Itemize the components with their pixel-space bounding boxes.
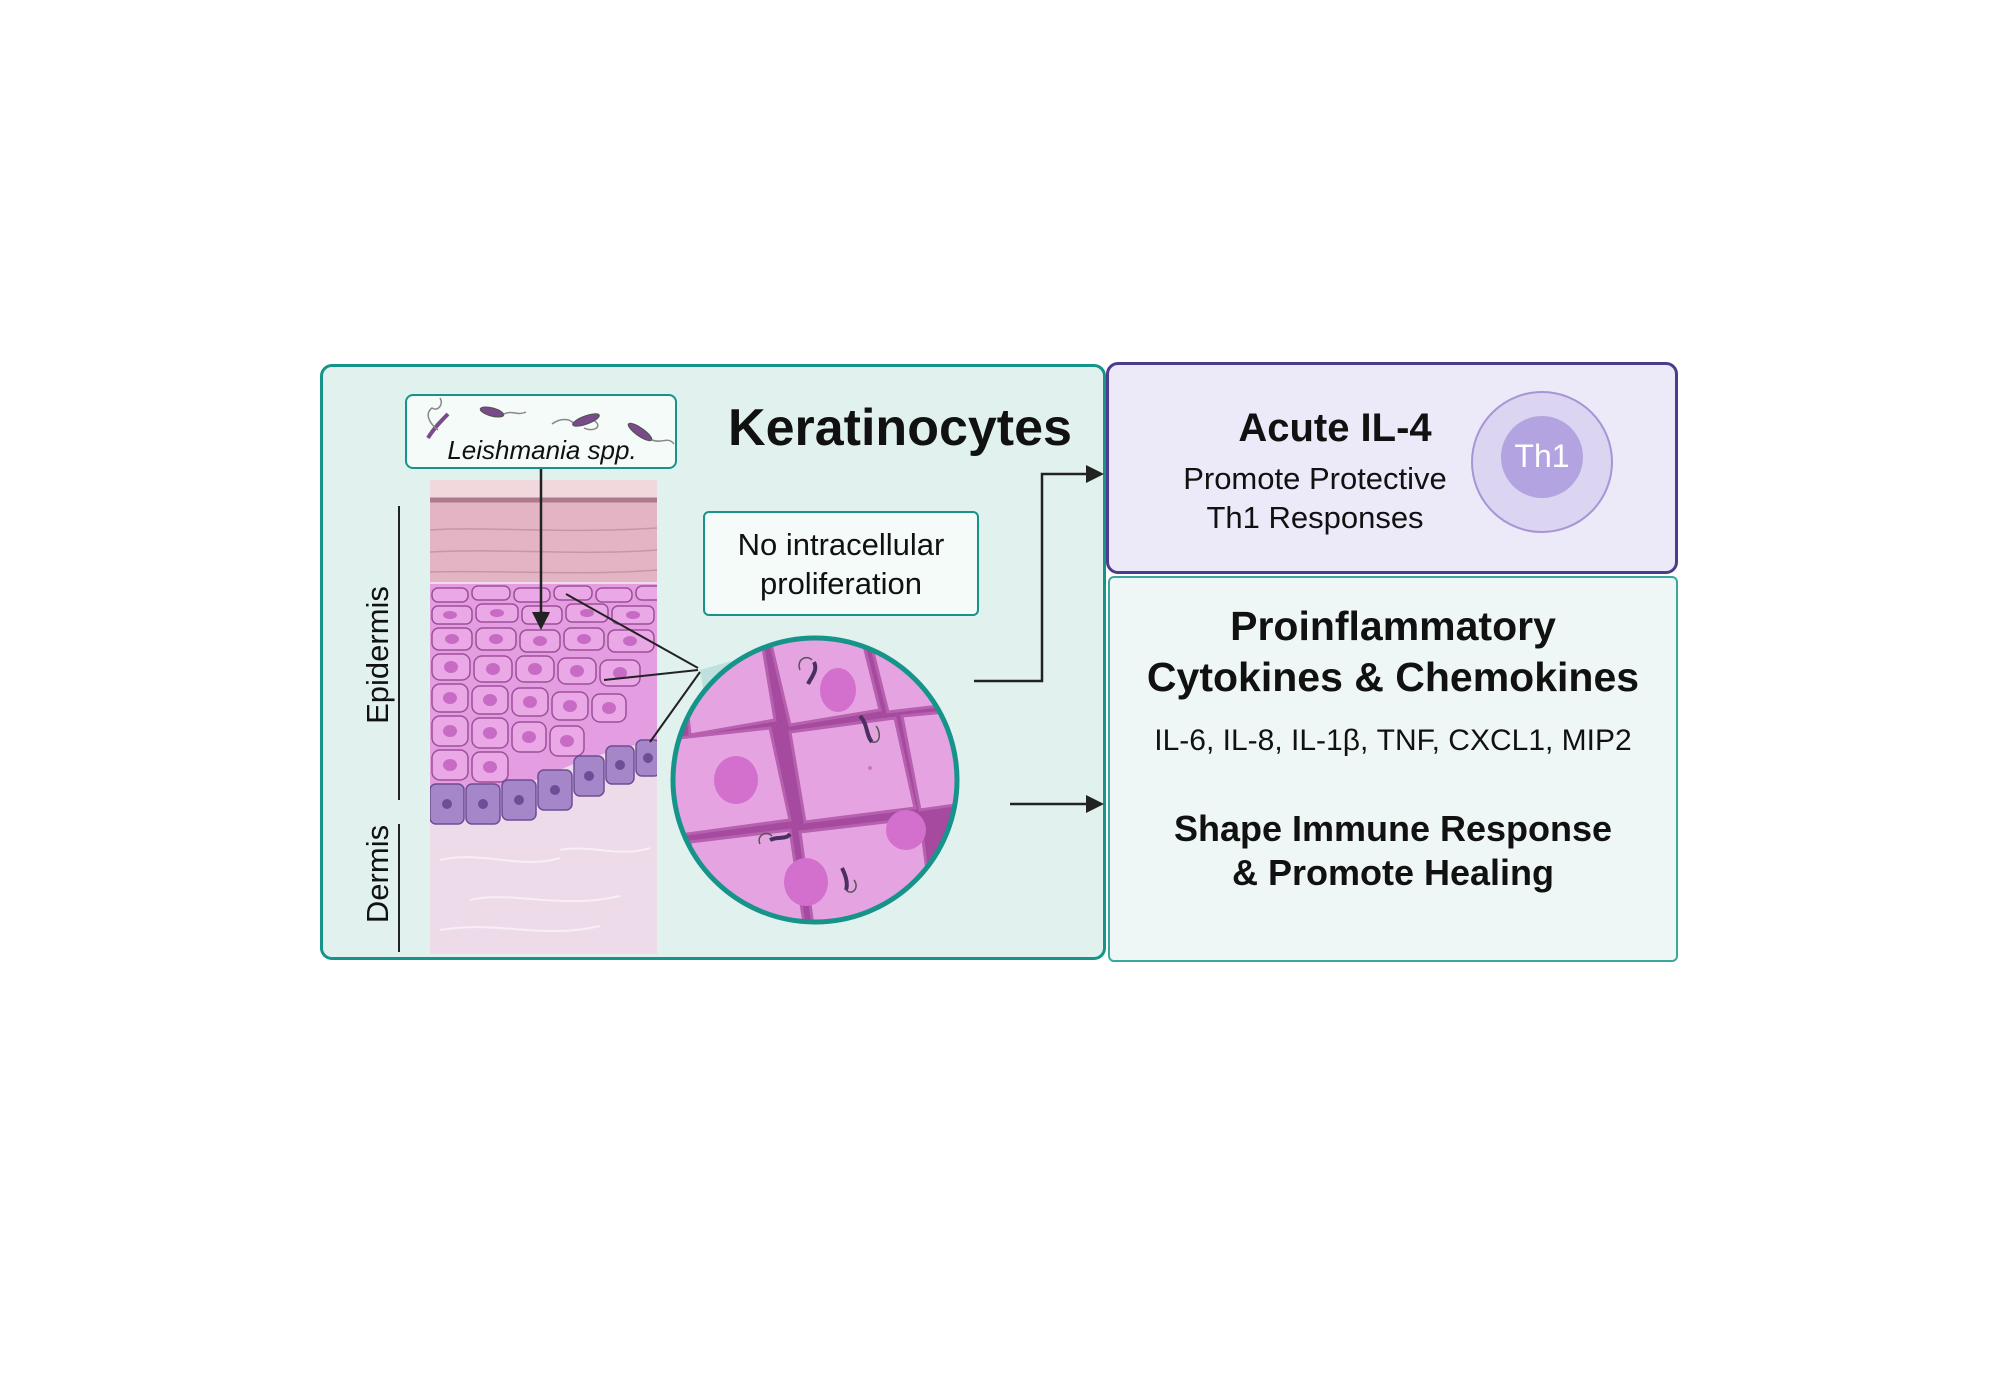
parasite-icon xyxy=(426,397,450,440)
no-proliferation-line1: No intracellular xyxy=(737,527,945,562)
epidermis-label: Epidermis xyxy=(360,586,395,724)
il4-description-line2: Th1 Responses xyxy=(1206,500,1424,535)
keratinocytes-title: Keratinocytes xyxy=(728,399,1072,457)
th1-cell-icon xyxy=(1471,391,1613,533)
arrow-to-il4-icon xyxy=(1086,465,1104,483)
effect-line1: Shape Immune Response xyxy=(1173,808,1613,849)
intracellular-parasite-icon xyxy=(758,656,880,893)
parasite-icon xyxy=(479,406,527,418)
zoom-circle-outline xyxy=(670,635,960,925)
leishmania-parasites-icon xyxy=(426,397,675,445)
skin-cross-section xyxy=(430,480,657,954)
leishmania-label: Leishmania spp. xyxy=(447,435,637,465)
no-proliferation-line2: proliferation xyxy=(760,566,922,601)
cytokines-panel xyxy=(1108,576,1678,962)
il4-title: Acute IL-4 xyxy=(1238,406,1432,450)
cytokines-list: IL-6, IL-8, IL-1β, TNF, CXCL1, MIP2 xyxy=(1154,724,1632,757)
arrow-to-cytokines-icon xyxy=(1086,795,1104,813)
parasite-icon xyxy=(627,422,675,445)
cytokines-title-line2: Cytokines & Chemokines xyxy=(1146,654,1640,700)
cytokines-title-line1: Proinflammatory xyxy=(1230,603,1556,649)
no-proliferation-box xyxy=(703,511,979,616)
leishmania-box xyxy=(405,394,677,469)
th1-label: Th1 xyxy=(1514,438,1570,474)
dermis-label: Dermis xyxy=(360,824,395,924)
parasite-icon xyxy=(551,413,600,431)
effect-line2: & Promote Healing xyxy=(1231,852,1555,893)
il4-description-line1: Promote Protective xyxy=(1183,461,1447,496)
